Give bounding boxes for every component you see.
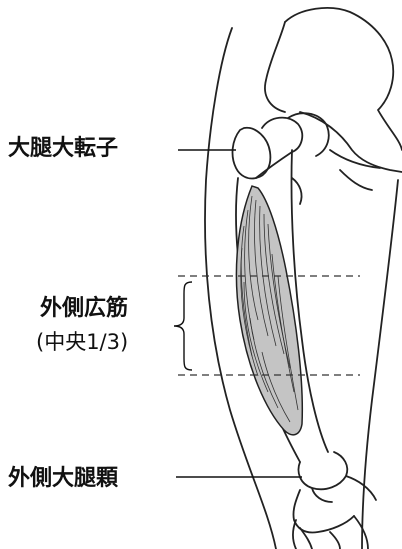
vastus-lateralis-sublabel: (中央1/3)	[36, 326, 128, 356]
lateral-condyle	[299, 452, 348, 489]
acetabulum	[288, 113, 329, 156]
inner-thigh-outline	[362, 180, 398, 549]
vastus-lateralis-label: 外側広筋	[40, 290, 128, 322]
knee-joint	[293, 490, 354, 533]
greater-trochanter-label: 大腿大転子	[8, 130, 118, 162]
muscle-brace	[174, 282, 192, 370]
lateral-condyle-label: 外側大腿顆	[8, 460, 118, 492]
pelvis-outline	[285, 8, 402, 150]
